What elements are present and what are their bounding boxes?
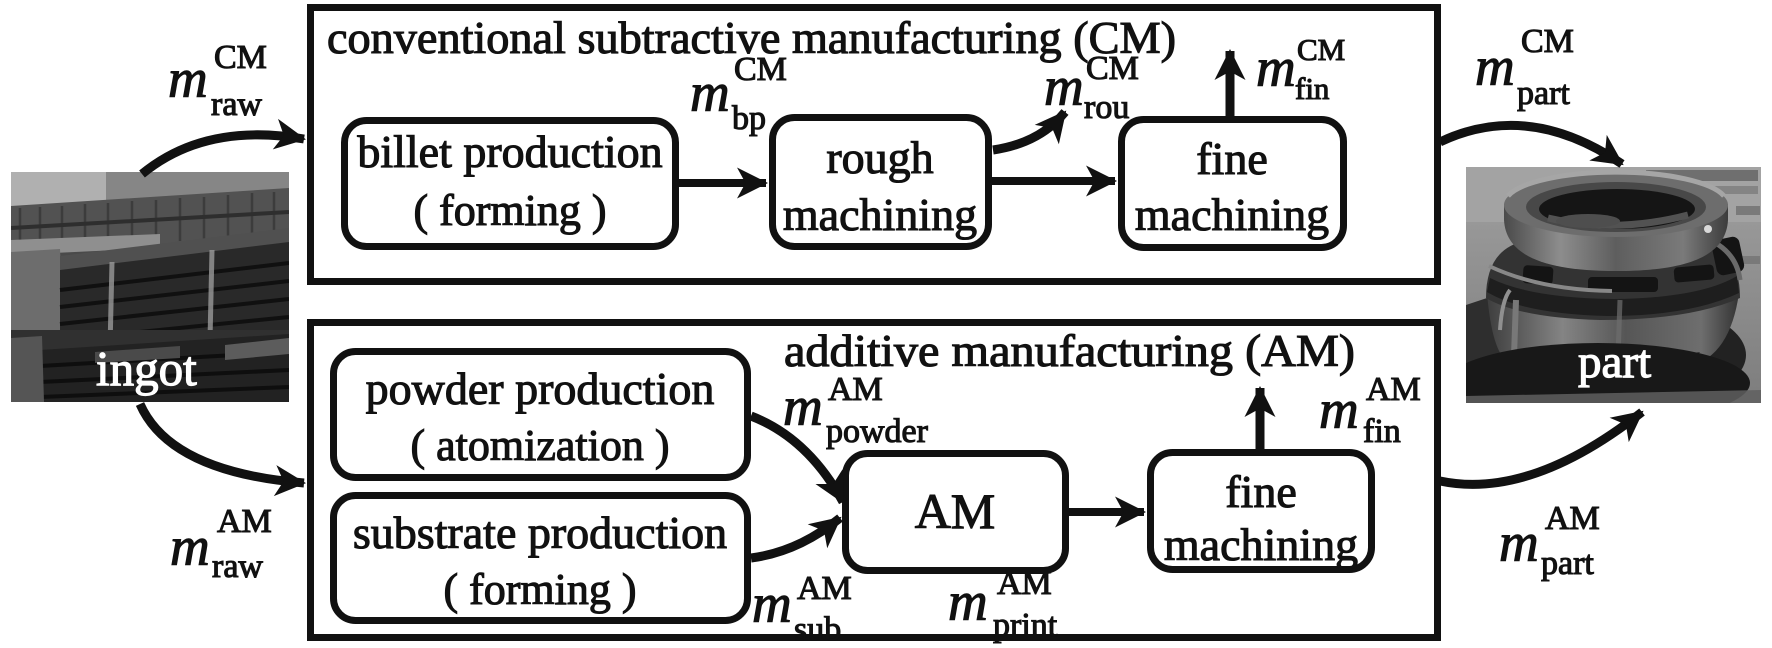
svg-text:AM: AM	[997, 565, 1052, 602]
svg-text:m: m	[168, 48, 208, 109]
svg-text:part: part	[1517, 75, 1570, 112]
svg-text:fin: fin	[1363, 413, 1401, 450]
svg-text:m: m	[1475, 36, 1515, 97]
svg-text:machining: machining	[1135, 189, 1329, 240]
svg-text:AM: AM	[1545, 500, 1600, 537]
svg-text:m: m	[752, 573, 792, 634]
svg-text:fine: fine	[1196, 133, 1268, 184]
svg-text:CM: CM	[214, 39, 267, 76]
svg-text:part: part	[1541, 545, 1594, 582]
svg-text:AM: AM	[915, 483, 996, 539]
svg-text:powder production: powder production	[366, 363, 715, 414]
svg-text:m: m	[690, 62, 730, 123]
svg-text:print: print	[993, 607, 1058, 644]
svg-text:rough: rough	[826, 132, 933, 183]
svg-text:CM: CM	[1297, 32, 1345, 67]
svg-text:( forming ): ( forming )	[443, 565, 636, 614]
svg-text:AM: AM	[828, 371, 883, 408]
svg-text:raw: raw	[211, 86, 262, 123]
svg-text:billet production: billet production	[357, 126, 662, 177]
svg-text:rou: rou	[1084, 89, 1129, 126]
svg-text:additive manufacturing (AM): additive manufacturing (AM)	[784, 326, 1355, 376]
svg-text:( forming ): ( forming )	[413, 186, 606, 235]
svg-text:machining: machining	[783, 189, 977, 240]
svg-text:raw: raw	[212, 548, 263, 585]
svg-text:part: part	[1578, 336, 1651, 388]
svg-text:fin: fin	[1295, 71, 1330, 106]
svg-text:m: m	[170, 516, 210, 577]
svg-text:CM: CM	[734, 51, 787, 88]
svg-text:machining: machining	[1164, 519, 1358, 570]
svg-text:CM: CM	[1086, 50, 1139, 87]
svg-text:m: m	[783, 376, 823, 437]
svg-text:m: m	[1499, 512, 1539, 573]
svg-text:m: m	[948, 571, 988, 632]
svg-text:CM: CM	[1521, 23, 1574, 60]
svg-text:m: m	[1256, 37, 1296, 98]
svg-text:conventional subtractive manuf: conventional subtractive manufacturing (…	[327, 13, 1176, 63]
svg-text:fine: fine	[1225, 466, 1297, 517]
svg-text:AM: AM	[797, 570, 852, 607]
svg-text:sub: sub	[794, 611, 841, 648]
svg-text:( atomization ): ( atomization )	[410, 421, 669, 470]
svg-text:ingot: ingot	[96, 341, 197, 396]
svg-text:m: m	[1319, 379, 1359, 440]
svg-text:AM: AM	[217, 503, 272, 540]
svg-text:substrate production: substrate production	[353, 507, 727, 558]
svg-text:AM: AM	[1366, 371, 1421, 408]
svg-text:m: m	[1044, 56, 1084, 117]
svg-text:powder: powder	[826, 413, 929, 450]
svg-text:bp: bp	[732, 100, 766, 137]
